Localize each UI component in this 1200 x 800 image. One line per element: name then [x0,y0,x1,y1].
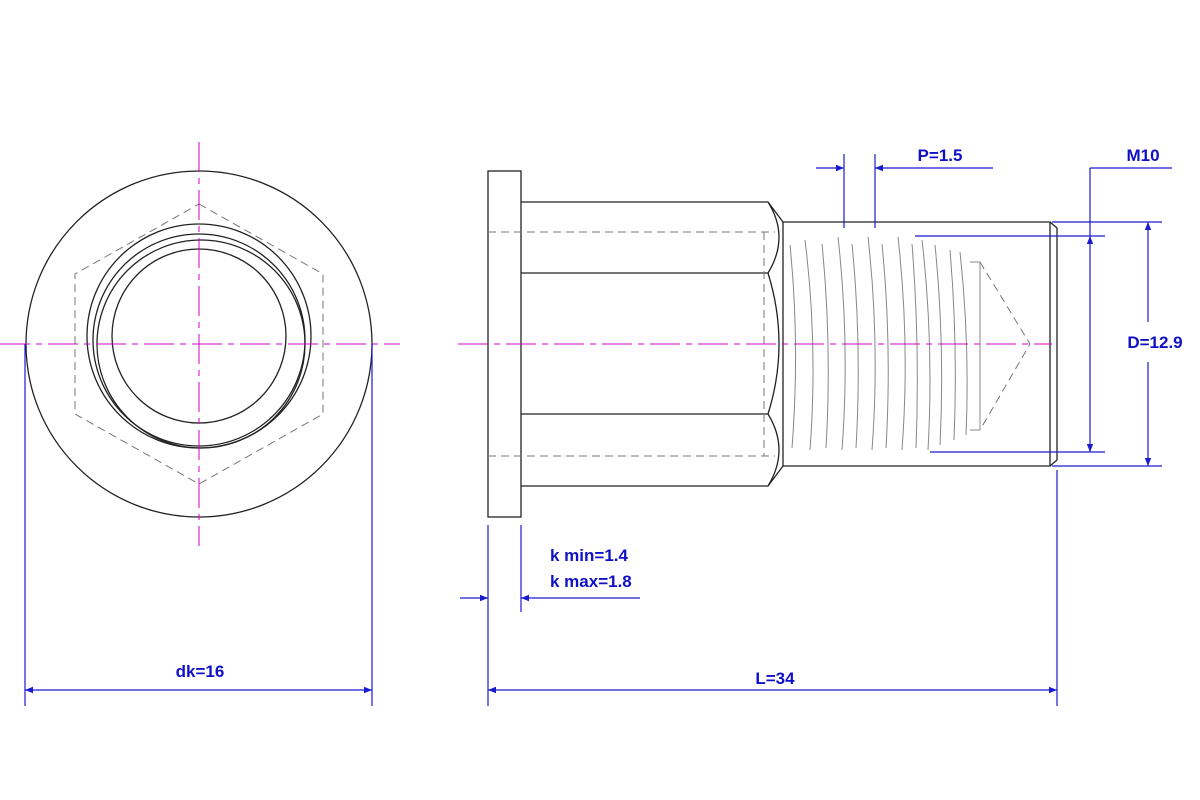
dk-dimension: dk=16 [24,344,373,706]
hidden-hex [74,203,324,485]
thread-size-label: M10 [1126,146,1159,165]
flange-thickness-dimension: k min=1.4 k max=1.8 [460,525,640,612]
length-label: L=34 [755,669,795,688]
length-dimension: L=34 [487,470,1058,706]
diameter-dimension: D=12.9 [1052,221,1183,467]
k-max-label: k max=1.8 [550,572,632,591]
hex-chamfer [767,201,780,487]
k-min-label: k min=1.4 [550,546,629,565]
pitch-dimension: P=1.5 [816,146,993,228]
dk-label: dk=16 [176,662,225,681]
end-view [0,142,400,546]
side-view [458,170,1058,518]
pitch-label: P=1.5 [918,146,963,165]
thread-size-dimension: M10 [915,146,1172,453]
diameter-label: D=12.9 [1127,333,1182,352]
